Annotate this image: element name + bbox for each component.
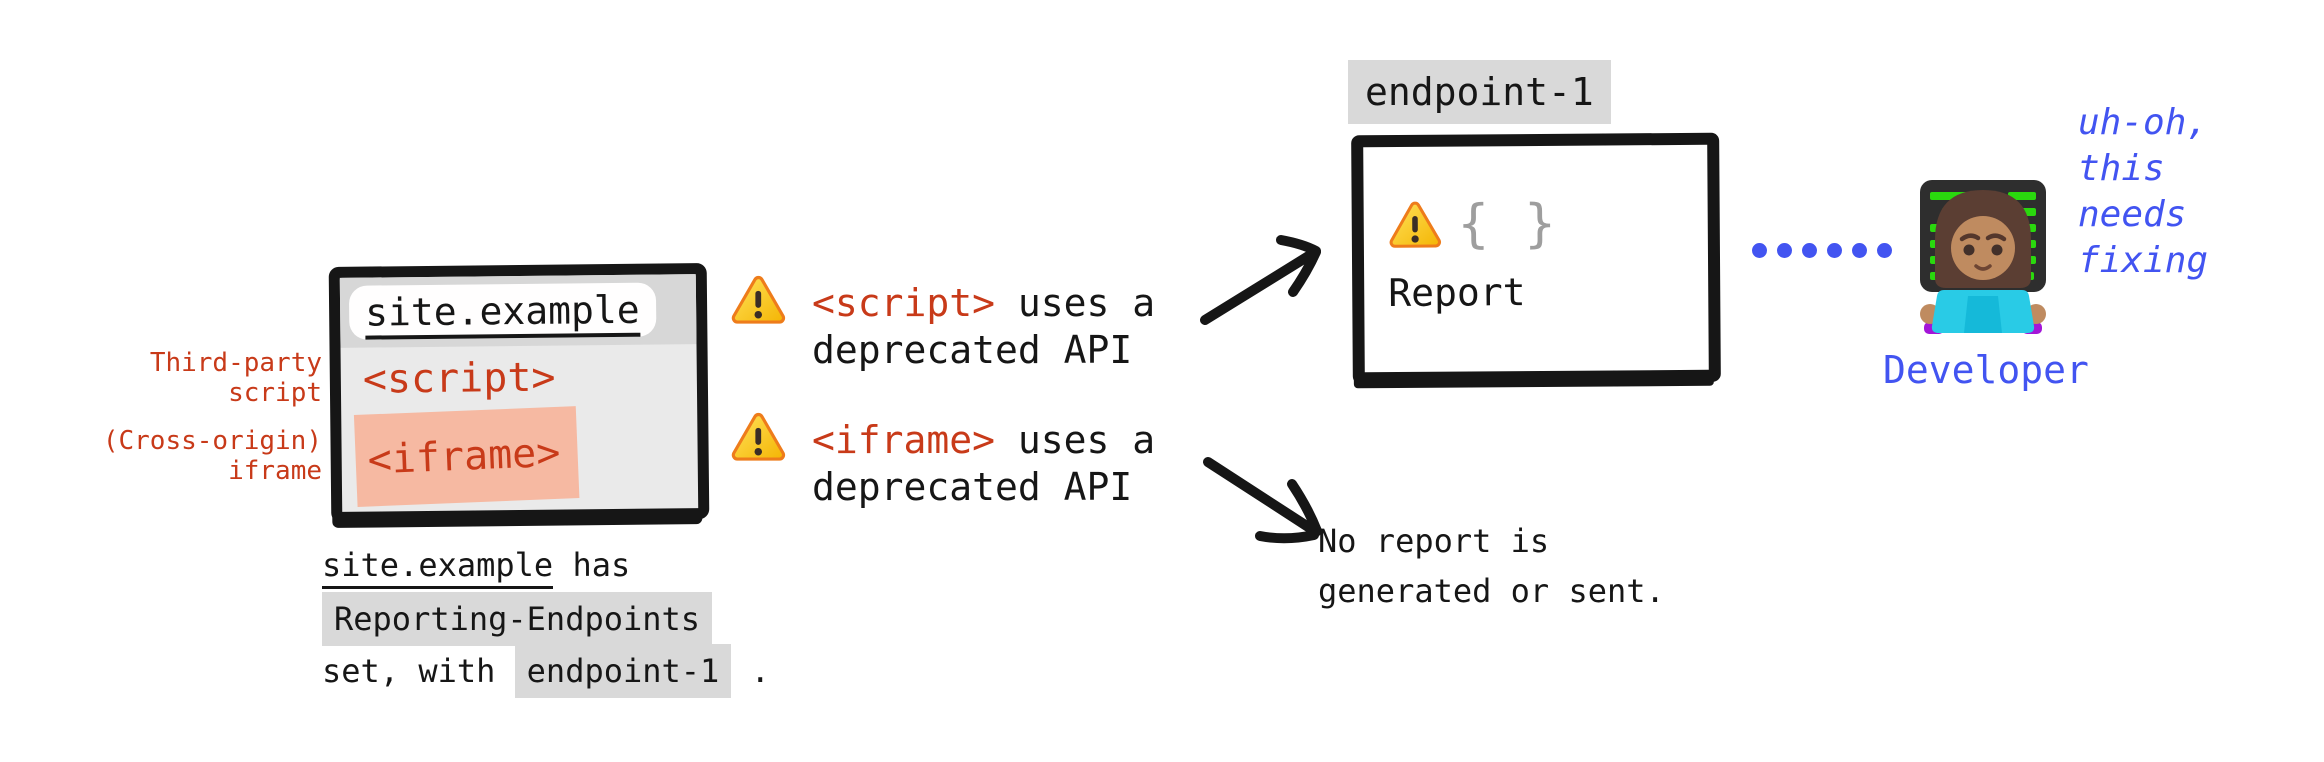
third-party-script-label: Third-party bbox=[149, 348, 322, 378]
iframe-highlight-block: <iframe> bbox=[353, 406, 580, 507]
side-labels: Third-party script (Cross-origin) iframe bbox=[94, 348, 322, 486]
iframe-tag-inline: <iframe> bbox=[812, 418, 996, 462]
report-row: { } bbox=[1388, 193, 1692, 255]
endpoint-report-box: { } Report bbox=[1351, 132, 1721, 385]
caption-line-3: set, with endpoint-1 . bbox=[322, 644, 770, 698]
report-label: Report bbox=[1388, 270, 1526, 316]
script-message-text: <script> uses a deprecated API bbox=[812, 281, 1156, 372]
warning-icon bbox=[730, 409, 786, 465]
caption-line-2: Reporting-Endpoints bbox=[322, 592, 713, 646]
cross-origin-iframe-label: iframe bbox=[228, 456, 322, 486]
caption-line-1: site.example has bbox=[322, 546, 630, 589]
dot bbox=[1752, 243, 1767, 258]
script-tag-inline: <script> bbox=[812, 281, 996, 325]
json-braces-icon: { } bbox=[1457, 193, 1558, 255]
site-domain: site.example bbox=[364, 287, 640, 340]
dot bbox=[1777, 243, 1792, 258]
developer-quote: uh-oh, this needs fixing bbox=[2078, 102, 2209, 281]
endpoint-1-label: endpoint-1 bbox=[1348, 60, 1611, 124]
woman-technologist-emoji bbox=[1920, 180, 2046, 334]
script-deprecation-message: <script> uses a deprecated API bbox=[730, 266, 1155, 374]
cross-origin-iframe-label: (Cross-origin) bbox=[102, 426, 322, 456]
browser-titlebar: site.example bbox=[339, 274, 697, 348]
third-party-script-label: script bbox=[228, 378, 322, 408]
dot bbox=[1802, 243, 1817, 258]
dot bbox=[1827, 243, 1842, 258]
iframe-deprecation-message: <iframe> uses a deprecated API bbox=[730, 403, 1155, 511]
warning-icon bbox=[730, 272, 786, 328]
reporting-endpoints-chip: Reporting-Endpoints bbox=[322, 592, 713, 646]
arrow-to-endpoint bbox=[1200, 235, 1321, 325]
dot bbox=[1877, 243, 1892, 258]
address-bar: site.example bbox=[348, 282, 656, 340]
endpoint-1-chip: endpoint-1 bbox=[514, 644, 732, 698]
browser-window: site.example <script> <iframe> bbox=[328, 263, 710, 523]
dot bbox=[1852, 243, 1867, 258]
warning-icon bbox=[1388, 198, 1442, 252]
caption-site-domain: site.example bbox=[322, 546, 554, 589]
arrow-to-no-report bbox=[1203, 457, 1322, 544]
developer-label: Developer bbox=[1883, 348, 2089, 392]
iframe-tag-text: <iframe> bbox=[366, 429, 562, 484]
iframe-message-text: <iframe> uses a deprecated API bbox=[812, 418, 1156, 509]
dotted-line bbox=[1752, 243, 1892, 258]
script-tag-text: <script> bbox=[362, 354, 556, 403]
no-report-text: No report is generated or sent. bbox=[1318, 522, 1665, 610]
